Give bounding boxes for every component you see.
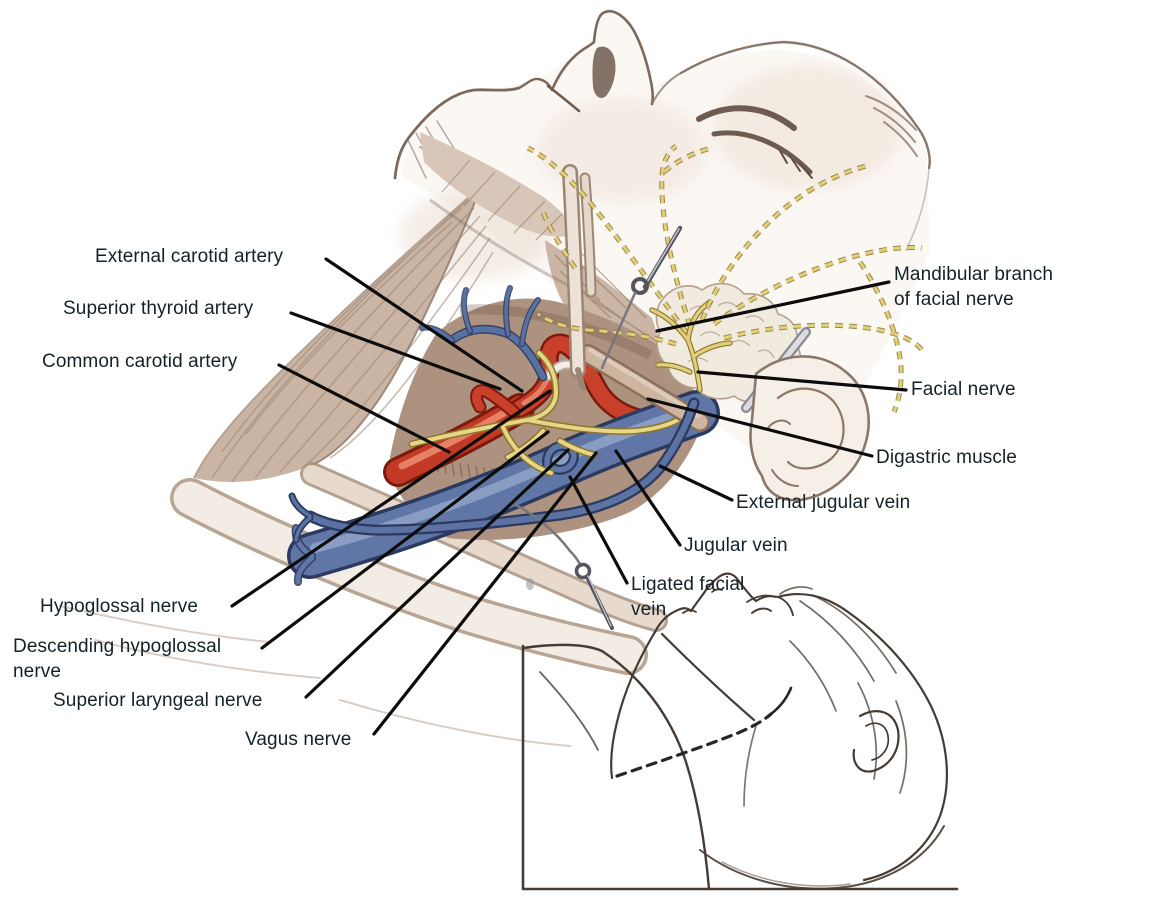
label-facial-nerve: Facial nerve bbox=[911, 379, 1016, 400]
incision-line-dashed bbox=[615, 712, 773, 778]
inset-hair-strokes bbox=[779, 586, 908, 794]
label-external-carotid-artery: External carotid artery bbox=[95, 246, 284, 267]
submandibular-muscle bbox=[420, 132, 580, 241]
inset-shoulder bbox=[600, 649, 711, 891]
label-digastric-muscle: Digastric muscle bbox=[876, 447, 1017, 468]
label-ligated-facial-vein: Ligated facial vein bbox=[631, 574, 745, 621]
submandibular-striations bbox=[441, 159, 563, 241]
label-jugular-vein: Jugular vein bbox=[684, 535, 788, 556]
label-superior-thyroid-artery: Superior thyroid artery bbox=[63, 298, 254, 319]
label-superior-laryngeal-nerve: Superior laryngeal nerve bbox=[53, 690, 263, 711]
label-vagus-nerve: Vagus nerve bbox=[245, 729, 352, 750]
label-descending-hypoglossal-nerve: Descending hypoglossal nerve bbox=[13, 636, 222, 683]
label-common-carotid-artery: Common carotid artery bbox=[42, 351, 238, 372]
label-mandibular-branch-of-facial-nerve: Mandibular branch of facial nerve bbox=[894, 264, 1054, 311]
needle-retractor bbox=[600, 225, 683, 370]
label-external-jugular-vein: External jugular vein bbox=[736, 492, 911, 513]
label-hypoglossal-nerve: Hypoglossal nerve bbox=[40, 596, 199, 617]
